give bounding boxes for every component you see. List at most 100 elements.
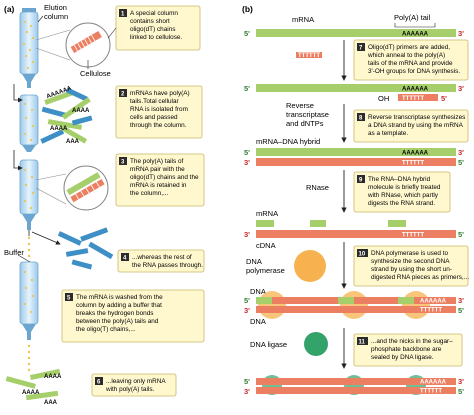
oh-label: OH	[378, 94, 389, 103]
polymerase-label-1: DNA	[246, 257, 262, 266]
rna-fragment-2	[310, 220, 326, 227]
final-bottom-strand	[256, 387, 456, 394]
elution-column-1	[19, 8, 39, 88]
elution-column-label-1: Elution	[44, 3, 67, 12]
polymerase-on-dna-3	[402, 291, 430, 319]
polya-seq-5: AAAAAA	[420, 299, 447, 305]
unbound-rna	[57, 227, 114, 270]
step-10-line-4: digested RNA pieces as primers,...	[371, 274, 469, 281]
step-number-11: 11	[359, 340, 366, 346]
step-box-11: 11 ...and the nicks in the sugar– phosph…	[353, 333, 463, 367]
step-3-line-5: the column,...	[130, 190, 169, 197]
step-2-line-2: tails.Total cellular	[130, 98, 180, 105]
polya-seq-2: AAAAAA	[402, 87, 429, 93]
mrna-3prime: 3'	[458, 29, 464, 38]
step-10-line-2: synthesize the second DNA	[371, 258, 450, 265]
step-box-9: 9 The RNA–DNA hybrid molecule is briefly…	[353, 171, 451, 213]
rt-label-1: Reverse	[286, 101, 314, 110]
step-2-line-4: cells and passed	[130, 114, 178, 121]
final-top-strand	[256, 378, 456, 385]
rna-fragment-1	[256, 220, 274, 227]
rnase-label: RNase	[306, 183, 329, 192]
polya-tail-5: AAAA	[44, 374, 62, 380]
step-4-line-1: ...whereas the rest of	[132, 254, 192, 261]
step-number-6: 6	[97, 380, 101, 386]
cdna-strand	[256, 230, 456, 238]
polymerase-label-2: polymerase	[246, 266, 285, 275]
hybrid-rna-strand	[256, 148, 456, 156]
step-number-9: 9	[359, 178, 363, 184]
mrna-label: mRNA	[292, 15, 314, 24]
step-1-line-4: linked to cellulose.	[130, 34, 182, 41]
hybrid-3prime-top: 3'	[458, 148, 464, 157]
step-box-6: 6 ...leaving only mRNA with poly(A) tail…	[91, 373, 177, 397]
dna-polymerase-blob	[294, 250, 326, 282]
final-5prime-bottom: 5'	[458, 387, 464, 396]
elution-column-3	[19, 159, 39, 230]
cdna-3prime: 3'	[244, 230, 250, 239]
step-number-8: 8	[359, 116, 363, 122]
step-number-1: 1	[121, 12, 125, 18]
step-1-line-2: contains short	[130, 18, 170, 25]
mrna-5prime: 5'	[244, 29, 250, 38]
step-7-line-4: 3'-OH groups for DNA synthesis.	[368, 68, 460, 75]
dsdna-top-strand	[256, 297, 456, 304]
dna-label-2: DNA	[250, 317, 266, 326]
step-number-4: 4	[123, 256, 127, 262]
polya-seq-1: AAAAAA	[402, 32, 429, 38]
polya-tail-3: AAAA	[50, 126, 68, 132]
step-5-line-3: breaks the hydrogen bonds	[76, 310, 153, 317]
polyt-seq-6: TTTTTT	[420, 389, 442, 395]
dsdna-5prime-top: 5'	[244, 296, 250, 305]
polymerase-on-dna-2	[340, 291, 368, 319]
polya-tail-4: AAA	[66, 139, 80, 145]
step-1-line-3: oligo(dT) chains	[130, 26, 175, 33]
hybrid-label: mRNA–DNA hybrid	[256, 137, 320, 146]
final-5prime-top: 5'	[244, 377, 250, 386]
annealed-primer	[398, 94, 438, 101]
step-box-7: 7 Oligo(dT) primers are added, which ann…	[353, 39, 469, 81]
step-10-line-1: DNA polymerase is used to	[371, 250, 449, 257]
step-6-line-2: with poly(A) tails.	[105, 386, 155, 393]
cellulose-label: Cellulose	[80, 69, 111, 78]
polya-seq-3: AAAAAA	[402, 151, 429, 157]
step-9-line-2: molecule is briefly treated	[368, 184, 441, 191]
polya-tail-6: AAAA	[22, 390, 40, 396]
polyt-seq-5: TTTTTT	[420, 308, 442, 314]
oligo-dt-primer	[296, 52, 322, 58]
mrna-strand-1	[256, 29, 456, 37]
step-2-line-1: mRNAs have poly(A)	[130, 90, 190, 97]
step-2-line-3: RNA is isolated from	[130, 106, 188, 113]
mrna-fragments-label: mRNA	[256, 209, 278, 218]
step-11-line-1: ...and the nicks in the sugar–	[371, 338, 453, 345]
rt-label-3: and dNTPs	[286, 119, 324, 128]
mrna2-5prime: 5'	[244, 84, 250, 93]
step-box-2: 2 mRNAs have poly(A) tails.Total cellula…	[115, 85, 203, 139]
step-7-line-3: tails of the mRNA and provide	[368, 60, 453, 67]
step-number-3: 3	[121, 160, 125, 166]
dsdna-5prime-bottom: 5'	[458, 306, 464, 315]
step-box-3: 3 The poly(A) tails of mRNA pair with th…	[115, 153, 205, 207]
oligo-dt-strand	[70, 30, 102, 53]
ligase-label: DNA ligase	[250, 340, 287, 349]
step-4-line-2: the RNA passes through.	[132, 262, 203, 269]
polya-tail-2: AAAA	[72, 108, 90, 114]
final-3prime-top: 3'	[458, 377, 464, 386]
dsdna-3prime-top: 3'	[458, 296, 464, 305]
step-6-line-1: ...leaving only mRNA	[106, 378, 166, 385]
buffer-label: Buffer	[4, 248, 24, 257]
step-box-4: 4 ...whereas the rest of the RNA passes …	[117, 249, 205, 273]
dsdna-bottom-strand	[256, 306, 456, 313]
hybrid-5prime-bottom: 5'	[458, 158, 464, 167]
step-9-line-4: digests the RNA strand.	[368, 200, 435, 207]
step-5-line-1: The mRNA is washed from the	[76, 294, 163, 301]
step-3-line-2: mRNA pair with the	[130, 166, 185, 173]
step-box-8: 8 Reverse transcriptase synthesizes a DN…	[353, 109, 469, 143]
total-rna-mixture	[40, 87, 93, 144]
step-11-line-3: sealed by DNA ligase.	[371, 354, 434, 361]
polymerase-on-dna-1	[258, 291, 286, 319]
polyt-seq-2: TTTTTT	[402, 96, 424, 102]
step-number-10: 10	[359, 252, 366, 258]
final-3prime-bottom: 3'	[244, 387, 250, 396]
